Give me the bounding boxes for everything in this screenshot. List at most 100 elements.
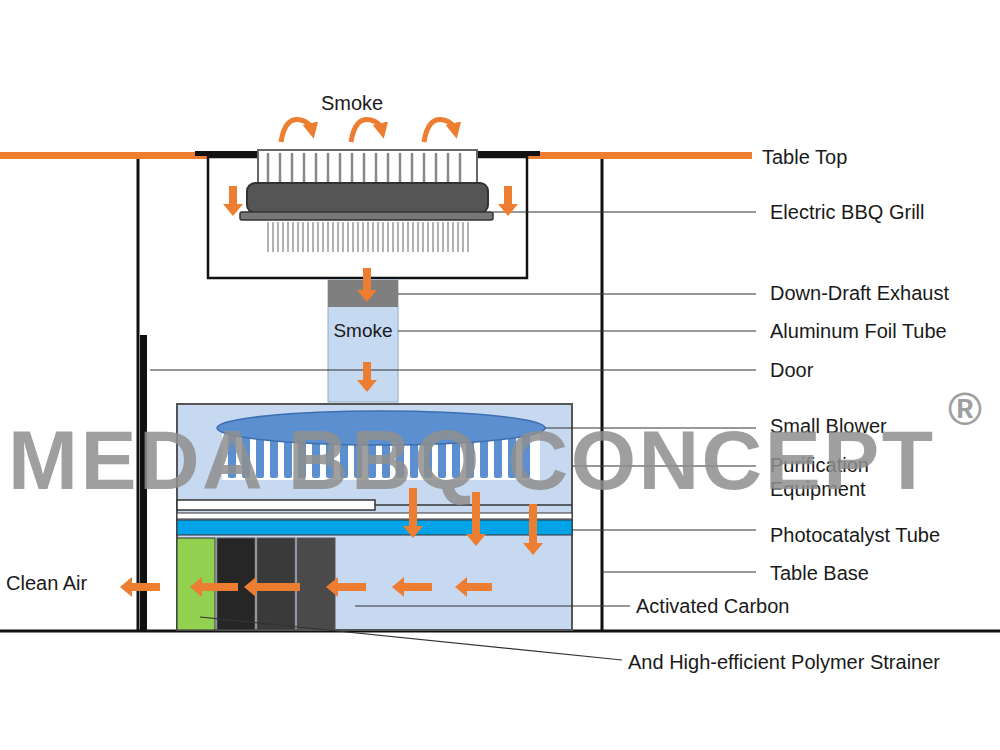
grate-bar xyxy=(447,153,450,183)
heating-fin xyxy=(377,222,379,252)
flow-arrow xyxy=(498,186,518,216)
heating-fin xyxy=(287,222,289,252)
heating-fin xyxy=(422,222,424,252)
flow-arrow xyxy=(190,577,238,597)
heating-fin xyxy=(347,222,349,252)
grate-bar xyxy=(399,153,402,183)
grate-bar xyxy=(387,153,390,183)
flow-arrow xyxy=(523,504,543,555)
tube-holder xyxy=(177,513,572,519)
grill-grate xyxy=(258,150,477,186)
watermark: MEDA BBQ CONCEPT xyxy=(8,418,935,502)
grate-bar xyxy=(339,153,342,183)
leader-line xyxy=(493,211,756,212)
heating-fin xyxy=(302,222,304,252)
heating-fin xyxy=(312,222,314,252)
heating-fin xyxy=(297,222,299,252)
part-label: Table Top xyxy=(762,145,847,169)
part-label: And High-efficient Polymer Strainer xyxy=(628,650,940,674)
grate-bar xyxy=(291,153,294,183)
heating-fin xyxy=(432,222,434,252)
tube-node: Smoke xyxy=(328,280,398,402)
flow-arrow xyxy=(244,577,300,597)
flow-arrow xyxy=(120,577,160,597)
heating-fin xyxy=(437,222,439,252)
heating-fin xyxy=(372,222,374,252)
part-label: Door xyxy=(770,358,813,382)
heating-fin xyxy=(442,222,444,252)
heating-fin xyxy=(342,222,344,252)
heating-fin xyxy=(467,222,469,252)
smoke-curl xyxy=(424,119,455,142)
grate-bar xyxy=(303,153,306,183)
grill-body xyxy=(247,183,488,213)
heating-fin xyxy=(417,222,419,252)
grate-bar xyxy=(459,153,462,183)
grate-bar xyxy=(315,153,318,183)
grate-bar xyxy=(363,153,366,183)
heating-fin xyxy=(357,222,359,252)
heating-fin xyxy=(267,222,269,252)
leader-line xyxy=(602,571,756,572)
leader-line xyxy=(572,529,756,530)
heating-fin xyxy=(307,222,309,252)
heating-fin xyxy=(452,222,454,252)
heating-fin xyxy=(272,222,274,252)
heating-fin xyxy=(387,222,389,252)
heating-fin xyxy=(462,222,464,252)
carbon-filter xyxy=(297,538,335,630)
heating-fin xyxy=(367,222,369,252)
flow-label: Clean Air xyxy=(6,571,87,595)
leader-line xyxy=(150,369,756,370)
heating-fin xyxy=(427,222,429,252)
grate-bar xyxy=(327,153,330,183)
flow-arrow xyxy=(357,362,377,392)
heating-fin xyxy=(337,222,339,252)
flow-arrow xyxy=(357,268,377,302)
heating-fin xyxy=(382,222,384,252)
leader-line xyxy=(398,330,756,331)
heating-fin xyxy=(412,222,414,252)
heating-fin xyxy=(282,222,284,252)
grate-bar xyxy=(267,153,270,183)
heating-fin xyxy=(322,222,324,252)
smoke-curl xyxy=(351,119,382,142)
heating-fin xyxy=(317,222,319,252)
heating-fin xyxy=(407,222,409,252)
grate-bar xyxy=(411,153,414,183)
flow-arrow xyxy=(223,186,243,216)
smoke-curl xyxy=(281,119,312,142)
table-leg xyxy=(137,159,140,630)
flow-arrow xyxy=(392,577,432,597)
leader-line xyxy=(398,293,756,294)
photocatalyst-tube xyxy=(177,520,572,535)
foil-tube xyxy=(328,280,398,402)
part-label: Photocatalyst Tube xyxy=(770,523,940,547)
part-label: Down-Draft Exhaust xyxy=(770,281,949,305)
part-label: Aluminum Foil Tube xyxy=(770,319,947,343)
flow-label: Smoke xyxy=(333,320,392,343)
heating-fin xyxy=(392,222,394,252)
heating-fin xyxy=(292,222,294,252)
heating-fin xyxy=(332,222,334,252)
grate-bar xyxy=(279,153,282,183)
heating-fin xyxy=(402,222,404,252)
flow-arrow xyxy=(326,577,366,597)
leader-line xyxy=(355,605,630,606)
flow-arrow xyxy=(455,577,492,597)
heating-fin xyxy=(277,222,279,252)
part-label: Activated Carbon xyxy=(636,594,789,618)
grate-bar xyxy=(435,153,438,183)
table-leg xyxy=(601,159,604,630)
grate-bar xyxy=(375,153,378,183)
heating-fin xyxy=(327,222,329,252)
heating-fin xyxy=(362,222,364,252)
part-label: Electric BBQ Grill xyxy=(770,200,924,224)
heating-fin xyxy=(457,222,459,252)
grate-bar xyxy=(351,153,354,183)
flow-label: Smoke xyxy=(321,91,383,115)
heating-fin xyxy=(397,222,399,252)
leader-line xyxy=(200,617,622,660)
